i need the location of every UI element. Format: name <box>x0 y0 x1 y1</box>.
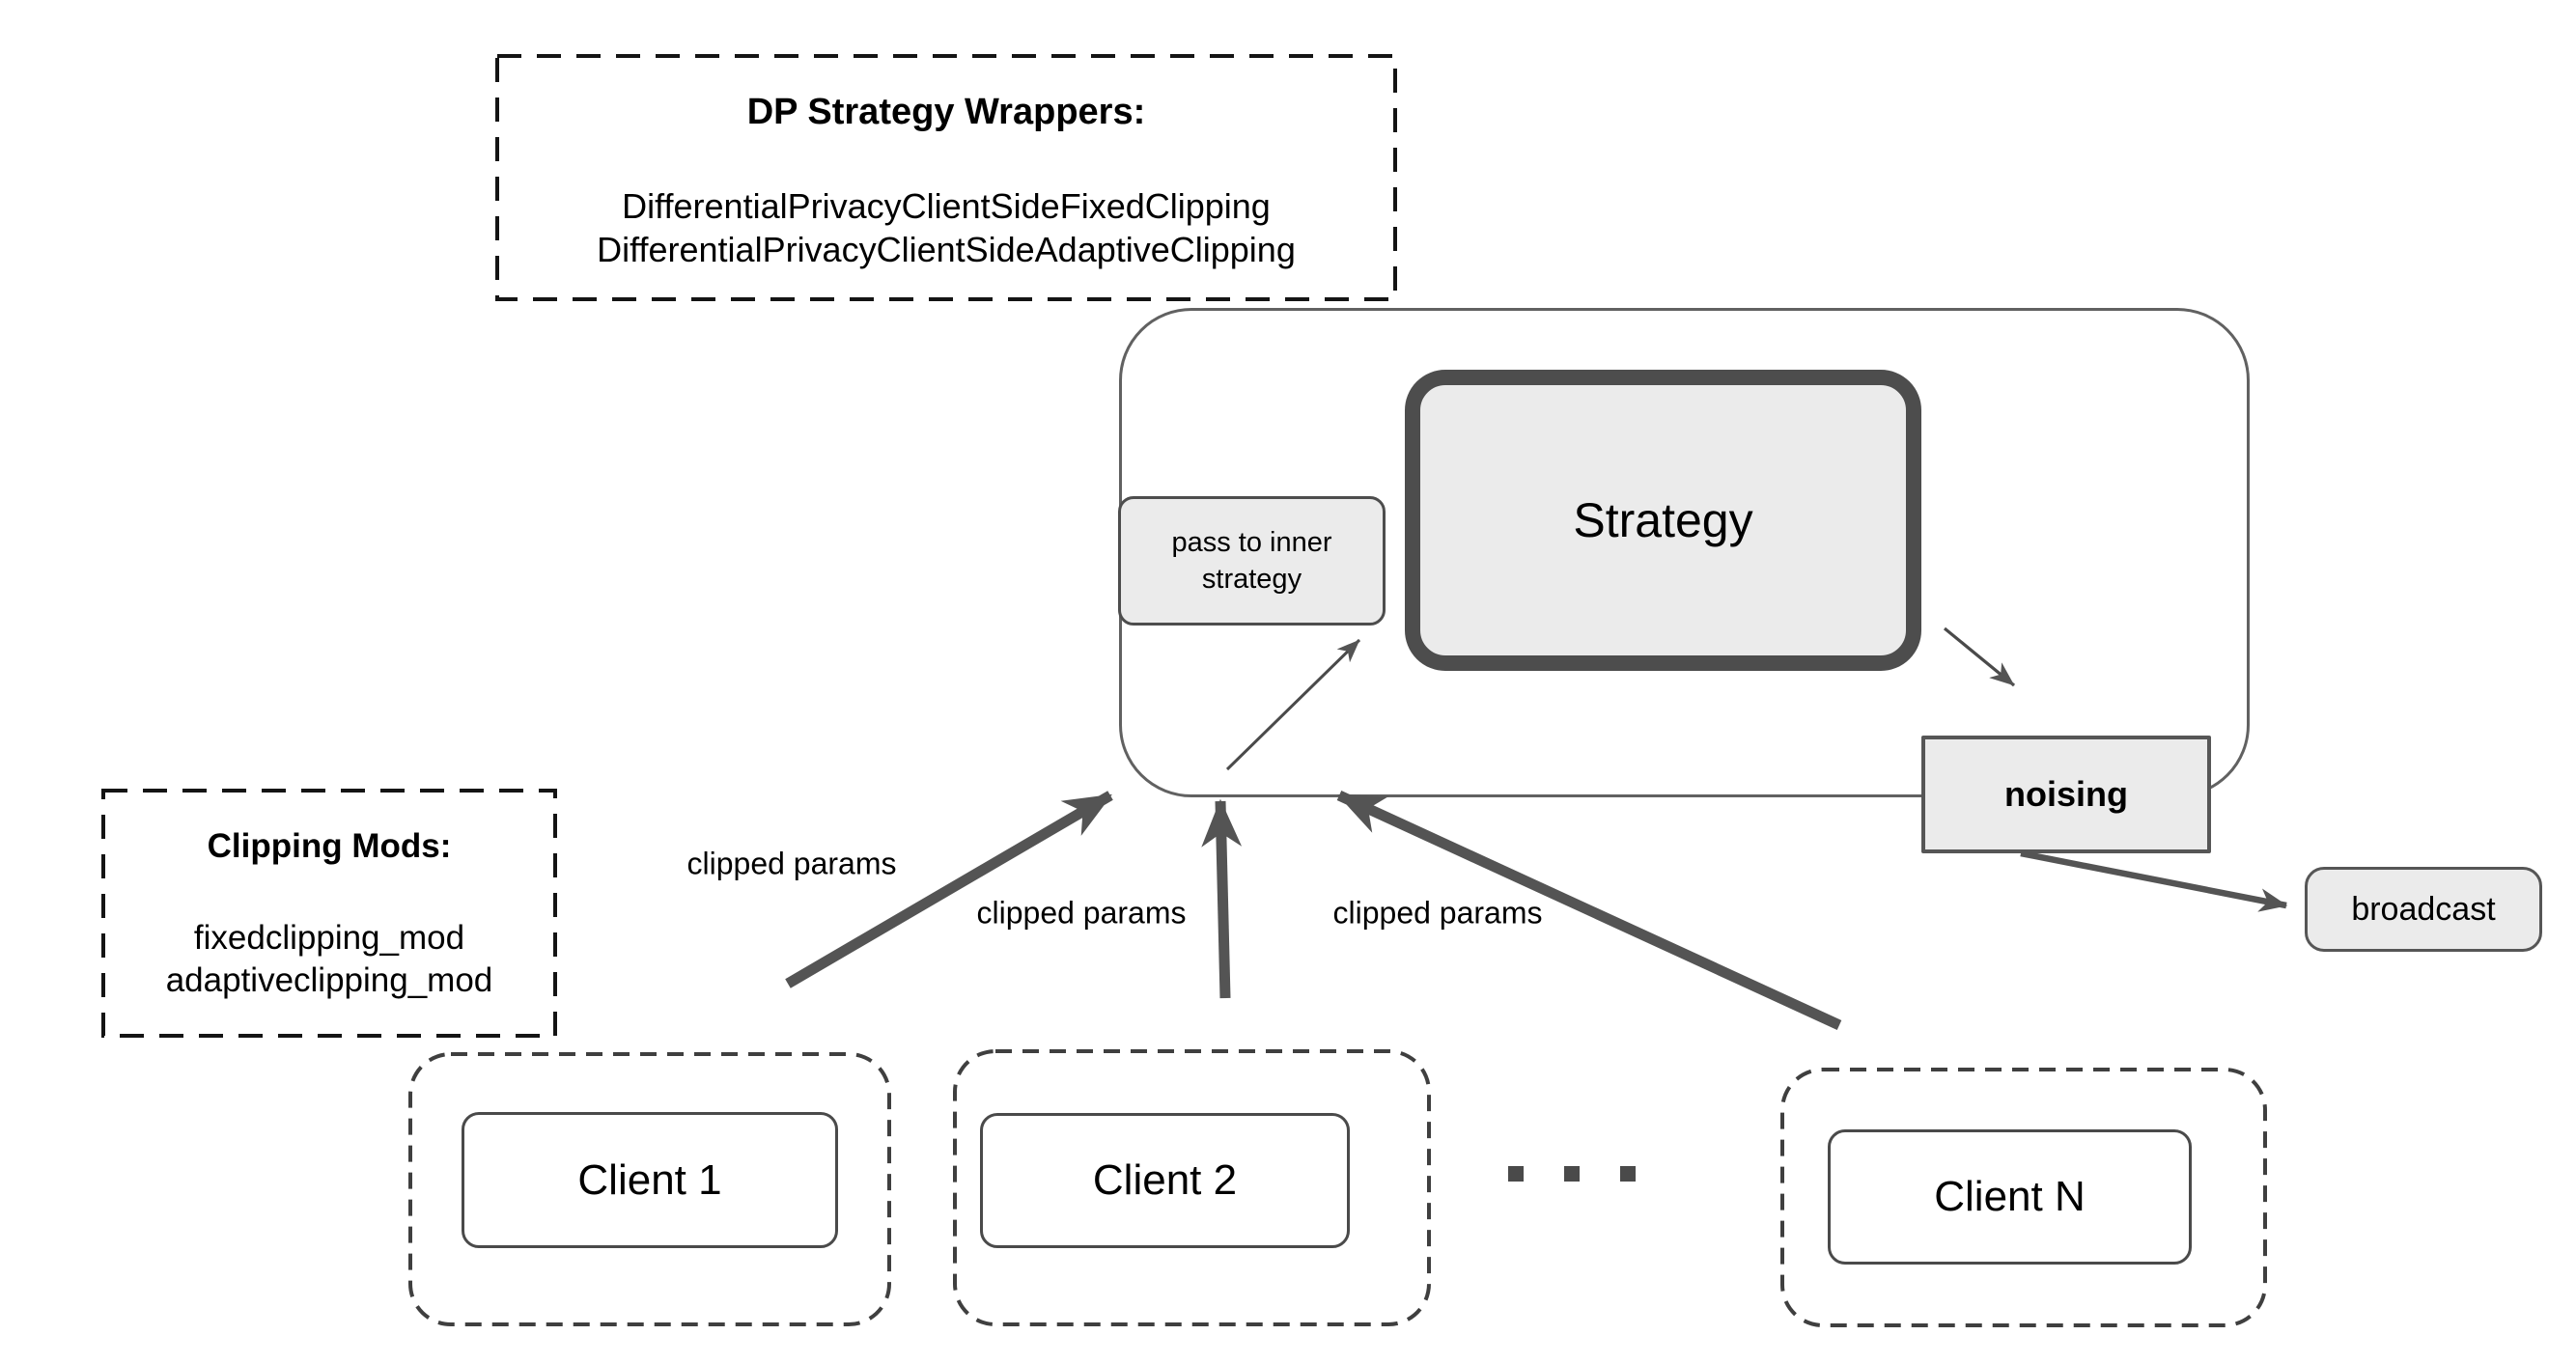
pass-to-inner-strategy-box: pass to inner strategy <box>1118 496 1386 626</box>
clipping-mods-line-2: adaptiveclipping_mod <box>165 961 493 999</box>
arrow-client2-to-server <box>1201 798 1243 999</box>
ellipsis-dots-icon <box>1620 1166 1636 1182</box>
broadcast-box: broadcast <box>2305 867 2542 952</box>
client2-box: Client 2 <box>980 1113 1350 1248</box>
clipping-mods-title: Clipping Mods: <box>207 827 452 865</box>
pass-to-inner-strategy-label: pass to inner strategy <box>1171 527 1332 595</box>
dp-wrappers-dashed-box <box>495 54 1397 301</box>
dp-wrappers-lines: DifferentialPrivacyClientSideFixedClippi… <box>497 184 1395 271</box>
clipped-params-label-2: clipped params <box>976 895 1187 931</box>
client2-label: Client 2 <box>1092 1156 1238 1204</box>
client1-box: Client 1 <box>462 1112 838 1248</box>
clipping-mods-dashed-box <box>101 789 557 1038</box>
arrow-to-pass-inner-strategy <box>1225 638 1361 771</box>
strategy-label: Strategy <box>1573 493 1753 547</box>
clipped-params-label-3: clipped params <box>1332 895 1543 931</box>
noising-box: noising <box>1921 736 2211 853</box>
ellipsis-dots-icon <box>1564 1166 1580 1182</box>
ellipsis-dots-icon <box>1508 1166 1524 1182</box>
strategy-box: Strategy <box>1405 370 1921 671</box>
client1-dashed-box <box>408 1052 891 1326</box>
arrow-clientN-to-server <box>1336 791 1842 1030</box>
arrow-strategy-to-noising <box>1943 626 2016 687</box>
client2-dashed-box <box>953 1049 1431 1326</box>
arrow-noising-to-broadcast <box>2020 849 2288 912</box>
clientN-label: Client N <box>1934 1173 2086 1220</box>
clientN-dashed-box <box>1780 1068 2267 1327</box>
clipping-mods-line-1: fixedclipping_mod <box>193 919 465 957</box>
dp-wrappers-line-1: DifferentialPrivacyClientSideFixedClippi… <box>622 186 1271 226</box>
dp-wrappers-line-2: DifferentialPrivacyClientSideAdaptiveCli… <box>597 230 1296 269</box>
arrow-client1-to-server <box>785 791 1113 988</box>
clientN-box: Client N <box>1828 1129 2192 1265</box>
noising-label: noising <box>2004 774 2128 814</box>
client1-label: Client 1 <box>577 1155 722 1204</box>
dp-wrappers-title: DP Strategy Wrappers: <box>746 92 1146 132</box>
broadcast-label: broadcast <box>2351 890 2496 928</box>
clipped-params-label-1: clipped params <box>686 846 897 881</box>
clipping-mods-lines: fixedclipping_mod adaptiveclipping_mod <box>103 917 555 1002</box>
